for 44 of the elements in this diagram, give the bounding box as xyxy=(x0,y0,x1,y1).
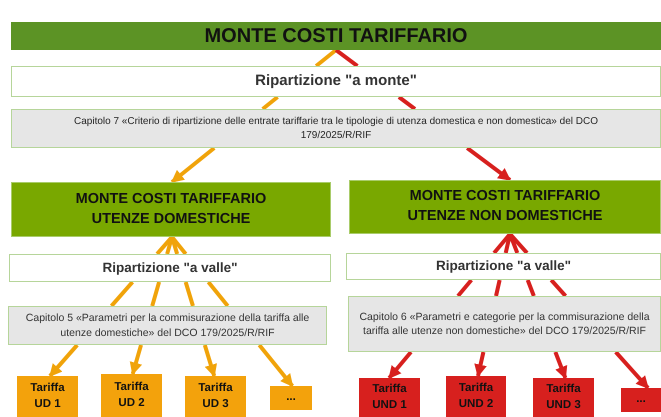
box-text: MONTE COSTI TARIFFARIO xyxy=(204,24,468,48)
title-bar xyxy=(11,22,661,50)
tariff-box xyxy=(446,376,506,417)
box-text: MONTE COSTI TARIFFARIO UTENZE NON DOMESTICHE xyxy=(406,187,604,226)
arrow xyxy=(130,344,143,376)
arrow xyxy=(474,352,487,378)
box-text: Tariffa UD 3 xyxy=(197,380,234,412)
box-text: MONTE COSTI TARIFFARIO UTENZE DOMESTICHE xyxy=(74,190,268,228)
tariff-box xyxy=(270,386,312,410)
box-text: Tariffa UND 2 xyxy=(458,380,494,412)
arrow xyxy=(202,344,217,378)
tariff-box xyxy=(621,388,661,412)
box-text: Tariffa UND 3 xyxy=(545,382,582,412)
box-text: Capitolo 7 «Criterio di ripartizione delle entrate tariffarie tra le tipologie di utenza domestica e non domestica» del DCO 179/2025/R/RIF xyxy=(73,115,599,142)
box-text: Tariffa UD 2 xyxy=(113,380,150,410)
arrow xyxy=(48,344,79,378)
arrow xyxy=(170,146,216,184)
box-text: Capitolo 6 «Parametri e categorie per la commisurazione della tariffa alle utenze non domestiche» del DCO 179/2025/R/RIF xyxy=(358,310,651,338)
arrow xyxy=(554,351,568,380)
process-box xyxy=(11,66,661,97)
box-text: Ripartizione "a valle" xyxy=(101,258,239,277)
arrow xyxy=(258,344,294,388)
box-text: Ripartizione "a valle" xyxy=(434,257,572,276)
box-text: Tariffa UND 1 xyxy=(371,382,408,412)
box-text: Capitolo 5 «Parametri per la commisurazione della tariffa alle utenze domestiche» del DCO 179/2025/R/RIF xyxy=(24,311,310,340)
note-box xyxy=(11,109,661,148)
arrow xyxy=(466,146,512,182)
process-box xyxy=(346,253,661,280)
tariff-box xyxy=(359,378,420,417)
box-text: ... xyxy=(635,392,647,408)
box-text: Tariffa UD 1 xyxy=(29,380,66,412)
note-box xyxy=(348,296,661,352)
note-box xyxy=(8,306,327,345)
tariff-box xyxy=(533,378,594,417)
tariff-box xyxy=(185,376,246,417)
category-box xyxy=(11,182,331,237)
category-box xyxy=(349,180,661,234)
arrow xyxy=(388,350,413,380)
box-text: Ripartizione "a monte" xyxy=(254,71,418,92)
tariff-box xyxy=(17,376,78,417)
box-text: ... xyxy=(285,390,297,406)
process-box xyxy=(9,254,331,282)
tariff-box xyxy=(101,374,162,417)
arrow xyxy=(614,350,650,390)
